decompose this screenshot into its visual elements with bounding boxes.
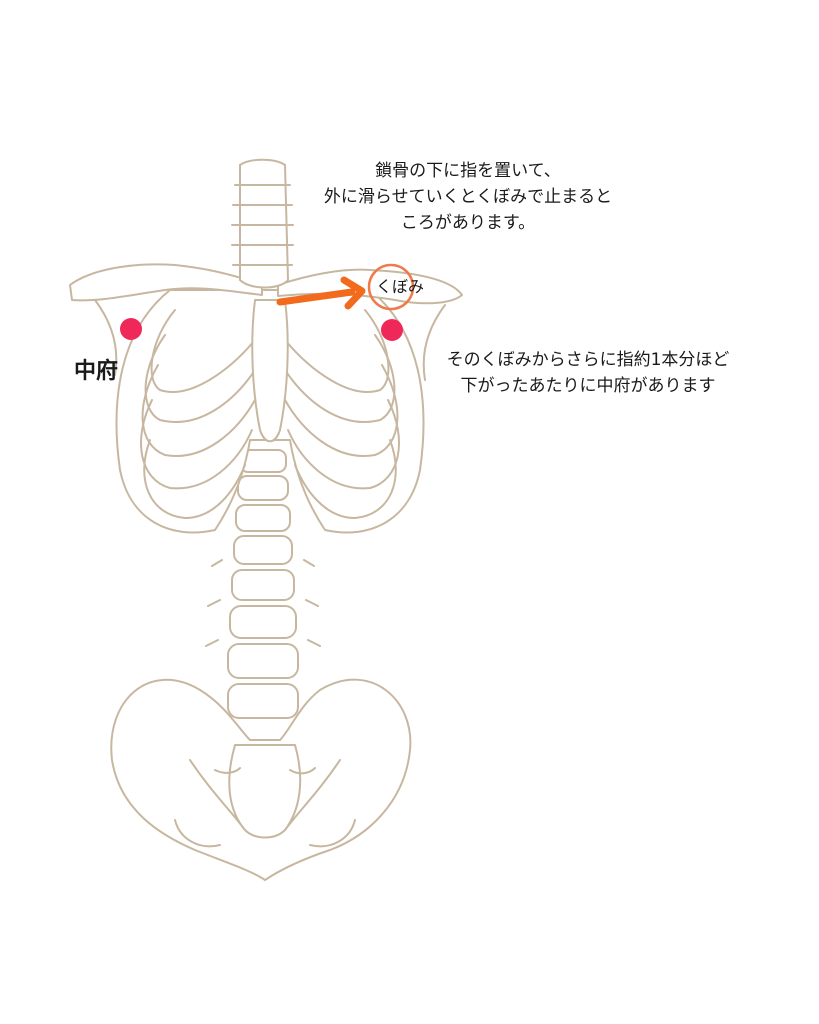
spine-lumbar <box>205 449 321 719</box>
chufu-point-left <box>381 319 403 341</box>
spine-cervical <box>231 158 294 289</box>
rib-cage <box>115 289 425 534</box>
instruction-top-line: ころがあります。 <box>400 213 536 233</box>
instruction-top-line: 鎖骨の下に指を置いて、 <box>375 161 561 181</box>
instruction-top-line: 外に滑らせていくとくぼみで止まると <box>323 187 613 207</box>
kubomi-circle <box>367 263 415 311</box>
instruction-bottom-line: そのくぼみからさらに指約1本分ほど <box>446 350 730 370</box>
instruction-top: 鎖骨の下に指を置いて、 外に滑らせていくとくぼみで止まると ころがあります。 <box>288 158 648 236</box>
kubomi-label: くぼみ <box>376 277 425 296</box>
chufu-point-right <box>120 318 142 340</box>
pelvis <box>110 678 412 881</box>
direction-arrow <box>276 276 366 310</box>
instruction-bottom: そのくぼみからさらに指約1本分ほど 下がったあたりに中府があります <box>408 347 768 399</box>
instruction-bottom-line: 下がったあたりに中府があります <box>460 376 716 396</box>
clavicles <box>69 263 463 381</box>
chufu-label: 中府 <box>74 359 119 384</box>
